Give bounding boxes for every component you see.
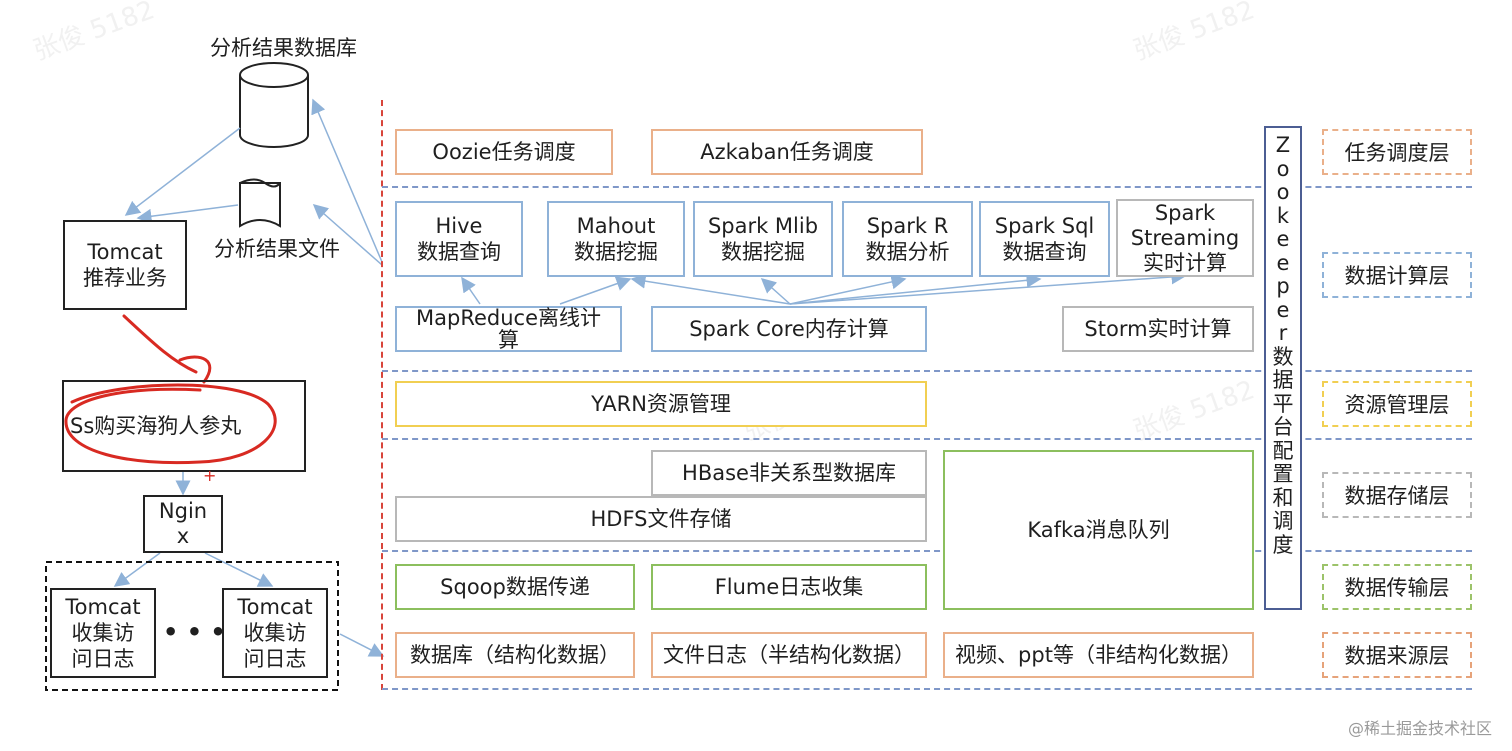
- layer-label-compute: 数据计算层: [1322, 252, 1472, 298]
- spark-mlib-desc: 数据挖掘: [721, 240, 805, 264]
- zk-char: k: [1276, 203, 1290, 228]
- nginx-label-2: x: [176, 524, 190, 548]
- footer-credit: @稀土掘金技术社区: [1347, 719, 1492, 738]
- zookeeper-bar: Z o o k e e p e r 数 据 平 台 配 置 和 调 度: [1264, 126, 1302, 610]
- zk-char: 调: [1272, 509, 1294, 533]
- layer-divider: [382, 438, 1472, 440]
- layer-label-resource: 资源管理层: [1322, 381, 1472, 427]
- hive-desc: 数据查询: [417, 240, 501, 264]
- zk-char: 配: [1272, 438, 1294, 463]
- hdfs-box: HDFS文件存储: [395, 496, 927, 542]
- spark-mlib-label: Spark Mlib: [707, 214, 819, 238]
- recommend-label: 推荐业务: [83, 266, 167, 290]
- mapreduce-label: MapReduce离线计: [416, 306, 601, 330]
- nginx-box: Ngin x: [143, 495, 223, 553]
- ss-box: Ss购买海狗人参丸: [62, 380, 306, 472]
- zk-char: o: [1276, 180, 1290, 204]
- layer-divider: [382, 186, 1472, 188]
- tomcat-recommend-box: Tomcat 推荐业务: [63, 220, 187, 310]
- source-file-box: 文件日志（半结构化数据）: [651, 632, 927, 678]
- tomcat-log-box-1: Tomcat 收集访 问日志: [50, 588, 156, 678]
- zk-char: o: [1276, 156, 1290, 181]
- zk-char: 台: [1272, 415, 1294, 439]
- oozie-box: Oozie任务调度: [395, 129, 613, 175]
- tomcat-label: Tomcat: [87, 240, 163, 264]
- layer-label-storage: 数据存储层: [1322, 472, 1472, 518]
- layer-divider: [382, 688, 1472, 690]
- spark-label: Spark: [1154, 200, 1216, 225]
- red-annotation-scribble: [64, 314, 277, 465]
- spark-sql-label: Spark Sql: [994, 214, 1095, 238]
- source-video-box: 视频、ppt等（非结构化数据）: [943, 632, 1254, 678]
- zk-char: 数: [1272, 344, 1294, 369]
- spark-r-desc: 数据分析: [865, 240, 950, 264]
- layer-label-transfer: 数据传输层: [1322, 564, 1472, 610]
- flume-box: Flume日志收集: [651, 564, 927, 610]
- document-icon: [239, 182, 281, 228]
- zk-char: e: [1276, 250, 1290, 275]
- tomcat-label: Tomcat: [237, 595, 313, 619]
- storm-box: Storm实时计算: [1062, 306, 1254, 352]
- ellipsis: • • •: [163, 618, 226, 646]
- mahout-desc: 数据挖掘: [574, 240, 658, 264]
- source-db-box: 数据库（结构化数据）: [395, 632, 635, 678]
- zk-char: 度: [1272, 532, 1294, 557]
- yarn-box: YARN资源管理: [395, 381, 927, 427]
- layer-divider: [382, 370, 1472, 372]
- hive-label: Hive: [435, 214, 483, 238]
- kafka-box: Kafka消息队列: [943, 450, 1254, 610]
- database-icon: [239, 62, 309, 148]
- analysis-file-label: 分析结果文件: [214, 237, 340, 261]
- azkaban-box: Azkaban任务调度: [651, 129, 923, 175]
- log-label: 问日志: [71, 647, 135, 671]
- tomcat-log-box-2: Tomcat 收集访 问日志: [222, 588, 328, 678]
- nginx-label-1: Ngin: [158, 499, 208, 523]
- streaming-label: Streaming: [1130, 225, 1240, 250]
- vertical-divider: [381, 100, 383, 690]
- zk-char: e: [1276, 227, 1290, 251]
- zk-char: 和: [1272, 485, 1294, 510]
- spark-core-box: Spark Core内存计算: [651, 306, 927, 352]
- zk-char: Z: [1275, 133, 1291, 157]
- log-collector-frame: [45, 561, 339, 691]
- zk-char: 据: [1272, 368, 1294, 392]
- mahout-label: Mahout: [576, 214, 656, 238]
- log-label: 问日志: [243, 647, 307, 671]
- zk-char: 平: [1272, 391, 1294, 416]
- zk-char: 置: [1272, 462, 1294, 486]
- zk-char: p: [1276, 274, 1290, 298]
- layer-label-source: 数据来源层: [1322, 632, 1472, 678]
- mapreduce-box: MapReduce离线计算: [395, 306, 622, 352]
- hbase-box: HBase非关系型数据库: [651, 450, 927, 496]
- plus-mark: +: [203, 466, 217, 485]
- zk-char: e: [1276, 297, 1290, 322]
- layer-divider: [382, 550, 1472, 552]
- sqoop-box: Sqoop数据传递: [395, 564, 635, 610]
- collect-label: 收集访: [71, 621, 135, 645]
- spark-sql-desc: 数据查询: [1002, 240, 1087, 264]
- zk-char: r: [1278, 321, 1288, 345]
- ss-label: Ss购买海狗人参丸: [70, 414, 242, 438]
- mapreduce-label-2: 算: [498, 328, 519, 352]
- collect-label: 收集访: [243, 621, 307, 645]
- layer-label-schedule: 任务调度层: [1322, 129, 1472, 175]
- spark-r-label: Spark R: [866, 214, 949, 238]
- analysis-db-label: 分析结果数据库: [210, 36, 357, 60]
- streaming-desc: 实时计算: [1143, 250, 1227, 275]
- tomcat-label: Tomcat: [65, 595, 141, 619]
